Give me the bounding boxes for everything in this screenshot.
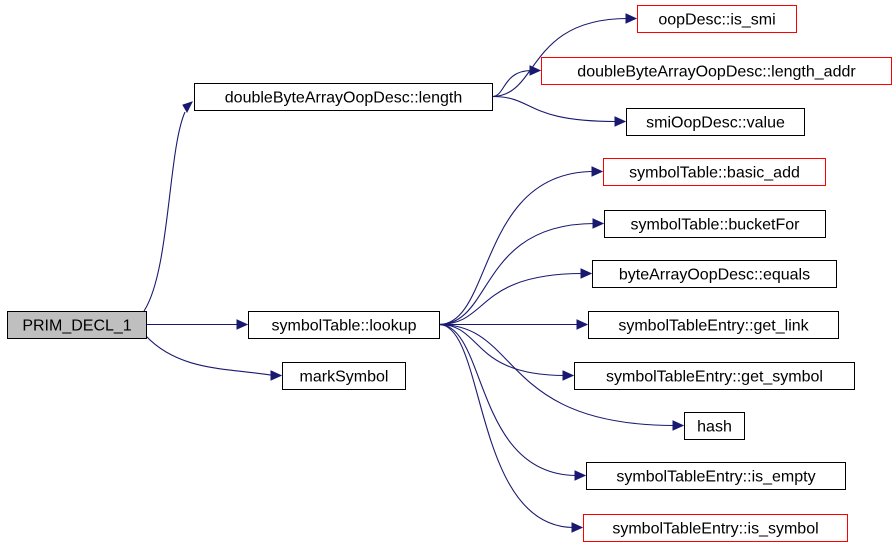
edge-symboltable_lookup-to-hash	[438, 323, 685, 431]
edge-dbaod_length-to-oopdesc_is_smi	[491, 13, 638, 98]
arrowhead	[592, 218, 605, 229]
edge-line	[491, 17, 629, 98]
edge-symboltable_lookup-to-ste_is_empty	[438, 323, 587, 481]
edge-line	[438, 323, 676, 427]
arrowhead	[236, 319, 249, 330]
node-ste-get-symbol[interactable]: symbolTableEntry::get_symbol	[574, 362, 855, 390]
edge-line	[143, 111, 186, 312]
edge-prim_decl_1-to-symboltable_lookup	[146, 319, 249, 330]
node-smioopdesc-value[interactable]: smiOopDesc::value	[626, 108, 805, 136]
node-symboltable-bucketfor[interactable]: symbolTable::bucketFor	[604, 210, 826, 238]
edge-symboltable_lookup-to-symboltable_bucketfor	[438, 218, 605, 326]
node-label: byteArrayOopDesc::equals	[619, 267, 810, 284]
node-box[interactable]	[541, 57, 892, 85]
edge-symboltable_lookup-to-ste_get_link	[439, 319, 589, 330]
arrowhead	[625, 13, 638, 24]
node-label: doubleByteArrayOopDesc::length	[225, 90, 462, 107]
edge-symboltable_lookup-to-bytearrayoopdesc_equals	[438, 268, 593, 326]
edges-layer	[143, 13, 685, 533]
arrowhead	[576, 319, 589, 330]
node-label: symbolTable::bucketFor	[631, 217, 801, 234]
node-box[interactable]	[194, 83, 493, 111]
arrowhead	[580, 268, 593, 279]
node-dbaod-length-addr[interactable]: doubleByteArrayOopDesc::length_addr	[541, 57, 892, 85]
node-symboltable-basic-add[interactable]: symbolTable::basic_add	[603, 158, 826, 186]
arrowhead	[182, 101, 193, 114]
arrowhead	[562, 370, 575, 381]
arrowhead	[672, 420, 685, 431]
node-oopdesc-is-smi[interactable]: oopDesc::is_smi	[637, 5, 797, 33]
node-label: symbolTable::lookup	[272, 318, 417, 335]
node-label: doubleByteArrayOopDesc::length_addr	[577, 64, 856, 81]
node-bytearrayoopdesc-equals[interactable]: byteArrayOopDesc::equals	[592, 260, 837, 288]
edge-dbaod_length-to-dbaod_length_addr	[491, 65, 542, 98]
node-label: symbolTableEntry::get_symbol	[606, 369, 823, 386]
node-box[interactable]	[586, 462, 846, 490]
edge-line	[438, 272, 584, 326]
node-symboltable-lookup[interactable]: symbolTable::lookup	[248, 311, 440, 339]
node-label: symbolTableEntry::get_link	[618, 318, 809, 335]
edge-line	[438, 170, 595, 326]
node-box[interactable]	[603, 158, 826, 186]
arrowhead	[270, 370, 283, 381]
edge-line	[438, 323, 566, 377]
node-dbaod-length[interactable]: doubleByteArrayOopDesc::length	[194, 83, 493, 111]
node-hash[interactable]: hash	[684, 412, 745, 440]
edge-line	[438, 323, 575, 529]
node-label: oopDesc::is_smi	[658, 12, 775, 29]
node-box[interactable]	[604, 210, 826, 238]
arrowhead	[591, 166, 604, 177]
node-box[interactable]	[637, 5, 797, 33]
node-label: symbolTableEntry::is_symbol	[612, 521, 818, 538]
edge-dbaod_length-to-smioopdesc_value	[491, 95, 627, 127]
node-label: PRIM_DECL_1	[22, 318, 131, 335]
node-ste-get-link[interactable]: symbolTableEntry::get_link	[588, 311, 839, 339]
node-ste-is-symbol[interactable]: symbolTableEntry::is_symbol	[583, 514, 848, 542]
edge-line	[438, 323, 578, 477]
arrowhead	[529, 65, 542, 76]
node-box[interactable]	[626, 108, 805, 136]
edge-line	[491, 69, 533, 98]
node-box[interactable]	[592, 260, 837, 288]
node-box[interactable]	[282, 362, 406, 390]
edge-line	[438, 222, 596, 326]
edge-symboltable_lookup-to-symboltable_basic_add	[438, 166, 604, 326]
node-prim-decl-1[interactable]: PRIM_DECL_1	[7, 311, 147, 339]
edge-prim_decl_1-to-mark_symbol	[145, 335, 283, 381]
node-box[interactable]	[588, 311, 839, 339]
nodes-layer: PRIM_DECL_1 doubleByteArrayOopDesc::lengt…	[7, 5, 892, 542]
node-box[interactable]	[248, 311, 440, 339]
arrowhead	[571, 522, 584, 533]
node-mark-symbol[interactable]: markSymbol	[282, 362, 406, 390]
edge-symboltable_lookup-to-ste_is_symbol	[438, 323, 584, 533]
node-box[interactable]	[583, 514, 848, 542]
arrowhead	[574, 470, 587, 481]
edge-symboltable_lookup-to-ste_get_symbol	[438, 323, 575, 381]
node-box[interactable]	[7, 311, 147, 339]
node-ste-is-empty[interactable]: symbolTableEntry::is_empty	[586, 462, 846, 490]
node-label: hash	[697, 419, 732, 436]
arrowhead	[614, 116, 627, 127]
node-box[interactable]	[574, 362, 855, 390]
node-label: markSymbol	[300, 369, 389, 386]
edge-line	[491, 95, 618, 123]
node-label: symbolTableEntry::is_empty	[616, 469, 815, 486]
edge-prim_decl_1-to-dbaod_length	[143, 101, 193, 312]
node-label: symbolTable::basic_add	[629, 165, 800, 182]
node-label: smiOopDesc::value	[646, 115, 785, 132]
edge-line	[145, 335, 274, 377]
node-box[interactable]	[684, 412, 745, 440]
